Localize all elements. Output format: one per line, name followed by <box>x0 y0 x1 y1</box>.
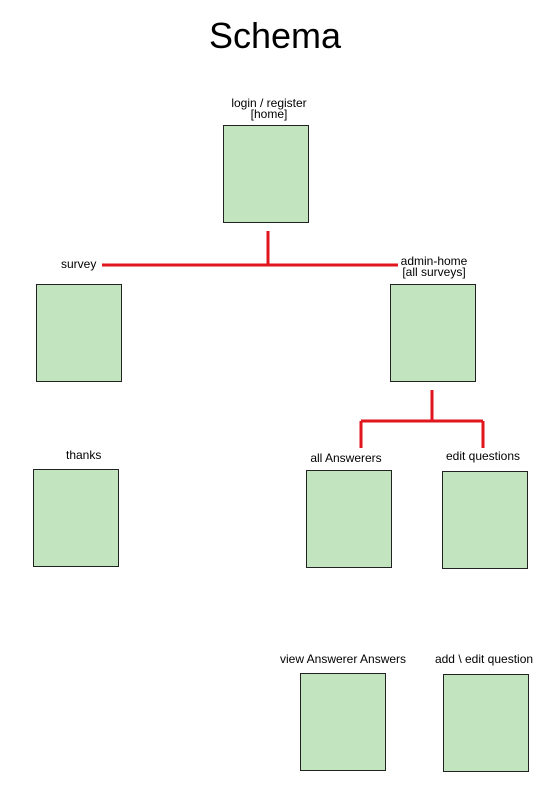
node-box-survey <box>36 284 122 382</box>
node-label-login-line2: [home] <box>250 107 288 121</box>
node-box-edit-questions <box>442 471 528 569</box>
node-label-add-edit-question: add \ edit question <box>434 652 534 666</box>
diagram-title: Schema <box>208 15 342 56</box>
node-box-add-edit-question <box>443 674 529 772</box>
node-box-admin-home <box>390 284 476 382</box>
node-label-admin-home: admin-home [all surveys] <box>400 254 468 279</box>
node-label-all-answerers: all Answerers <box>310 451 382 465</box>
node-label-edit-questions: edit questions <box>445 449 521 463</box>
node-label-admin-home-line1: admin-home <box>400 254 468 268</box>
node-box-thanks <box>33 469 119 567</box>
node-box-all-answerers <box>306 470 392 568</box>
node-label-survey: survey <box>61 257 97 271</box>
node-label-login: login / register [home] <box>231 96 307 121</box>
node-label-thanks: thanks <box>66 448 102 462</box>
node-box-view-answers <box>300 673 386 771</box>
node-label-admin-home-line2: [all surveys] <box>402 265 466 279</box>
node-box-login <box>223 125 309 223</box>
node-label-login-line1: login / register <box>231 96 307 110</box>
node-label-view-answers: view Answerer Answers <box>279 652 407 666</box>
